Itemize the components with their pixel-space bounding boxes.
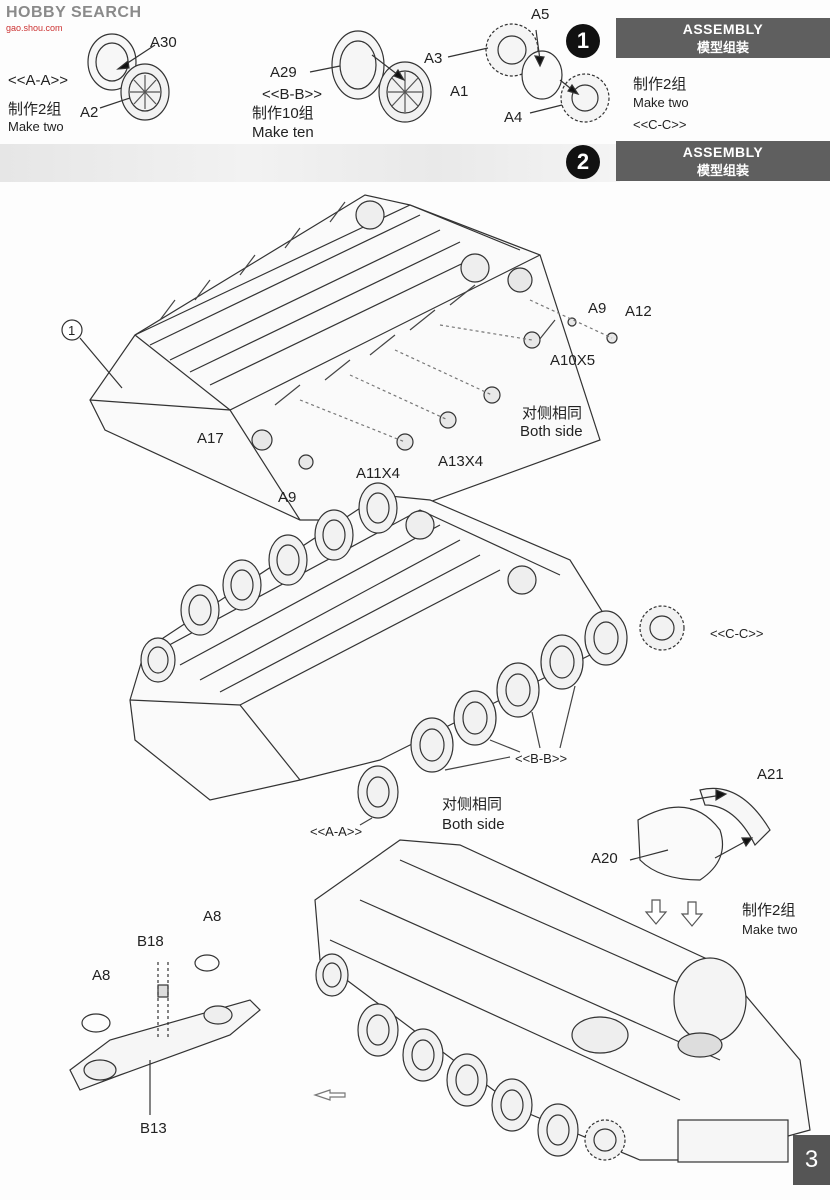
exhaust-qty-en: Make two — [742, 922, 798, 937]
note-both-side-cn-2: 对侧相同 — [442, 796, 503, 813]
step-1-title: ASSEMBLY — [682, 21, 764, 37]
watermark-logo: HOBBY SEARCH gao.shou.com — [6, 4, 142, 33]
step-2-band — [0, 144, 620, 182]
part-label-a1: A1 — [450, 83, 469, 100]
wheel-tag-a-a: <<A-A>> — [310, 824, 363, 839]
down-arrows — [644, 899, 704, 927]
page-number: 3 — [793, 1135, 830, 1185]
rear-arrow — [313, 1089, 346, 1101]
part-label-a3: A3 — [424, 50, 443, 67]
note-both-side-cn-1: 对侧相同 — [522, 405, 583, 422]
wheel-tag-b-b: <<B-B>> — [515, 751, 568, 766]
road-wheels-lower-row — [357, 605, 685, 819]
wheel-a-a-drawing — [87, 33, 170, 121]
part-label-a30: A30 — [150, 34, 177, 51]
part-label-a20: A20 — [591, 850, 618, 867]
part-label-a5: A5 — [531, 6, 550, 23]
logo-subtext: gao.shou.com — [6, 23, 63, 33]
part-label-a10x5: A10X5 — [550, 352, 596, 369]
note-both-side-en-2: Both side — [442, 816, 505, 833]
group-c-c-tag: <<C-C>> — [633, 117, 687, 132]
step-1-header: ASSEMBLY 模型组装 — [616, 18, 830, 58]
part-label-a21: A21 — [757, 766, 784, 783]
rear-plate-drawing — [69, 954, 261, 1115]
group-b-qty-en: Make ten — [252, 124, 314, 141]
step-2-header: ASSEMBLY 模型组装 — [616, 141, 830, 181]
hull-upper-drawing — [79, 194, 618, 521]
logo-text: HOBBY SEARCH — [6, 4, 142, 21]
part-label-a17: A17 — [197, 430, 224, 447]
wheel-tag-c-c: <<C-C>> — [710, 626, 764, 641]
group-b-qty-cn: 制作10组 — [252, 105, 314, 122]
part-label-a11x4: A11X4 — [356, 465, 400, 482]
road-wheels-bottom — [315, 953, 626, 1161]
step-2-number: 2 — [566, 145, 600, 179]
group-c-qty-cn: 制作2组 — [633, 76, 687, 93]
part-label-b18: B18 — [137, 933, 164, 950]
step-2-title: ASSEMBLY — [682, 144, 764, 160]
road-wheels-upper-row — [140, 482, 398, 683]
part-label-a2: A2 — [80, 104, 99, 121]
part-label-a4: A4 — [504, 109, 523, 126]
step-2-subtitle: 模型组装 — [696, 163, 749, 178]
part-label-a12: A12 — [625, 303, 652, 320]
part-label-a8-right: A8 — [203, 908, 222, 925]
part-label-a29: A29 — [270, 64, 297, 81]
part-label-a8-left: A8 — [92, 967, 111, 984]
step-1-subtitle: 模型组装 — [696, 40, 749, 55]
group-a-qty-en: Make two — [8, 119, 64, 134]
part-label-b13: B13 — [140, 1120, 167, 1137]
part-label-a9-bottom: A9 — [278, 489, 297, 506]
group-c-qty-en: Make two — [633, 95, 689, 110]
exhaust-qty-cn: 制作2组 — [742, 902, 796, 919]
b-b-pointer-lines — [444, 685, 576, 771]
part-label-a9-top: A9 — [588, 300, 607, 317]
group-a-a-tag: <<A-A>> — [8, 72, 69, 89]
exhaust-drawing — [629, 787, 771, 881]
hull-lower-drawing — [314, 839, 811, 1163]
part-label-a13x4: A13X4 — [438, 453, 484, 470]
group-a-qty-cn: 制作2组 — [8, 101, 62, 118]
sprocket-c-c-drawing — [447, 23, 610, 123]
callout-1-label: 1 — [68, 323, 76, 338]
wheel-b-b-drawing — [309, 30, 432, 123]
note-both-side-en-1: Both side — [520, 423, 583, 440]
step-1-number: 1 — [566, 24, 600, 58]
callout-1-circle — [61, 319, 83, 341]
group-b-b-tag: <<B-B>> — [262, 86, 323, 103]
